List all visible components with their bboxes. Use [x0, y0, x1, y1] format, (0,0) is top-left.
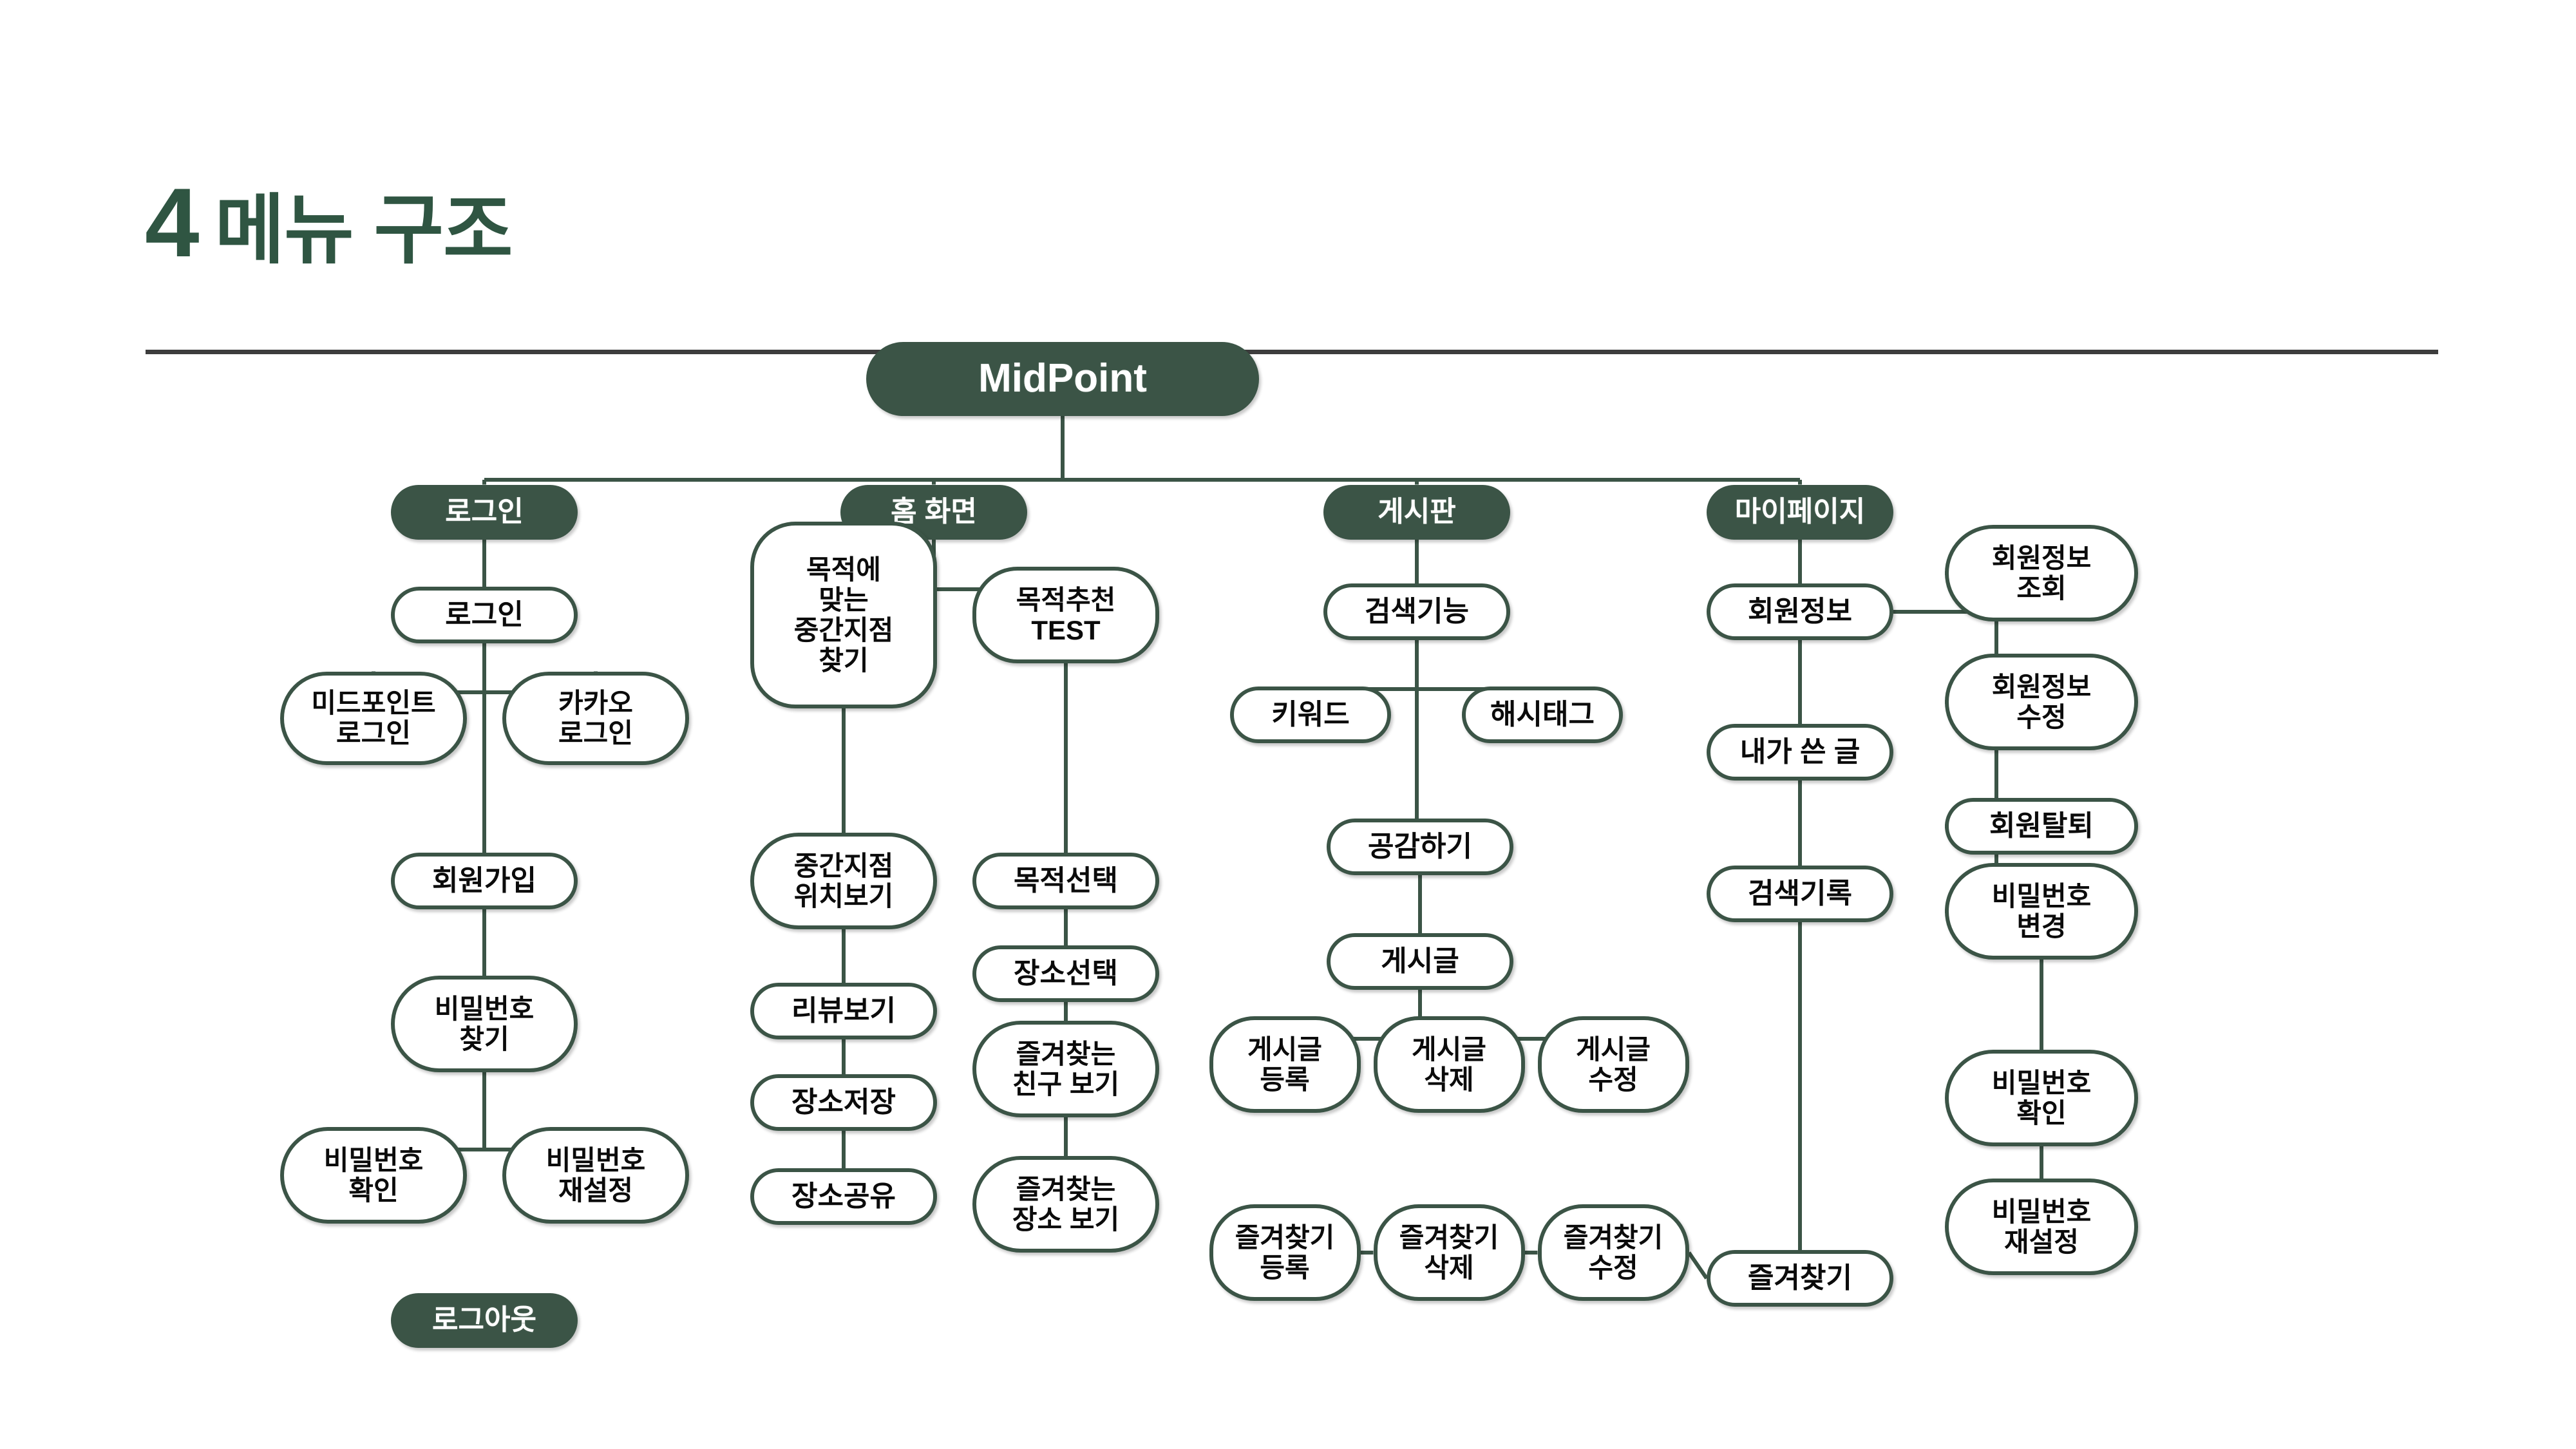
node-label: 회원가입	[432, 865, 536, 896]
node-label: 비밀번호 변경	[1992, 881, 2092, 942]
node-fav_friend[interactable]: 즐겨찾는 친구 보기	[972, 1021, 1159, 1117]
node-verify_pw[interactable]: 비밀번호 확인	[1945, 1050, 2138, 1146]
node-post_del[interactable]: 게시글 삭제	[1374, 1016, 1525, 1113]
node-label: 장소공유	[791, 1180, 896, 1212]
node-info_edit[interactable]: 회원정보 수정	[1945, 654, 2138, 750]
node-label: 공감하기	[1368, 831, 1472, 862]
node-search_fn[interactable]: 검색기능	[1323, 583, 1510, 640]
node-label: 게시글 수정	[1576, 1034, 1651, 1095]
node-mypage[interactable]: 마이페이지	[1707, 485, 1893, 540]
node-login[interactable]: 로그인	[391, 485, 578, 540]
node-label: 내가 쓴 글	[1740, 736, 1860, 768]
node-label: 즐겨찾기 수정	[1564, 1222, 1663, 1283]
node-label: 회원정보 조회	[1992, 543, 2092, 603]
node-post_edit[interactable]: 게시글 수정	[1538, 1016, 1689, 1113]
node-like[interactable]: 공감하기	[1327, 819, 1513, 875]
node-label: 키워드	[1271, 699, 1349, 730]
node-hashtag[interactable]: 해시태그	[1462, 687, 1623, 743]
node-search_log[interactable]: 검색기록	[1707, 866, 1893, 922]
node-withdraw[interactable]: 회원탈퇴	[1945, 798, 2138, 855]
node-share_place[interactable]: 장소공유	[750, 1168, 937, 1225]
node-label: 게시판	[1378, 496, 1455, 527]
node-label: 중간지점 위치보기	[794, 851, 894, 911]
node-label: 장소저장	[791, 1086, 896, 1118]
node-label: 게시글	[1381, 945, 1459, 977]
node-kakao_login[interactable]: 카카오 로그인	[502, 672, 689, 765]
node-repw[interactable]: 비밀번호 재설정	[1945, 1179, 2138, 1275]
node-sel_purpose[interactable]: 목적선택	[972, 853, 1159, 909]
node-signup[interactable]: 회원가입	[391, 853, 578, 909]
node-label: 로그아웃	[432, 1304, 536, 1336]
node-label: 회원정보 수정	[1992, 672, 2092, 732]
node-info_view[interactable]: 회원정보 조회	[1945, 525, 2138, 621]
node-fav_place[interactable]: 즐겨찾는 장소 보기	[972, 1156, 1159, 1253]
node-view_review[interactable]: 리뷰보기	[750, 983, 937, 1039]
connector	[1689, 1253, 1707, 1278]
node-mid_login[interactable]: 미드포인트 로그인	[280, 672, 467, 765]
node-label: 즐겨찾는 장소 보기	[1012, 1174, 1119, 1235]
node-label: 리뷰보기	[791, 995, 896, 1027]
node-label: 비밀번호 확인	[324, 1145, 424, 1206]
node-rec_test[interactable]: 목적추천 TEST	[972, 567, 1159, 663]
node-label: 목적선택	[1014, 865, 1118, 896]
node-label: 게시글 삭제	[1412, 1034, 1486, 1095]
node-find_mid[interactable]: 목적에 맞는 중간지점 찾기	[750, 522, 937, 708]
node-post[interactable]: 게시글	[1327, 933, 1513, 990]
node-label: MidPoint	[978, 356, 1147, 401]
node-change_pw[interactable]: 비밀번호 변경	[1945, 863, 2138, 960]
node-label: 목적추천 TEST	[1016, 585, 1116, 645]
node-find_pw[interactable]: 비밀번호 찾기	[391, 976, 578, 1072]
node-board[interactable]: 게시판	[1323, 485, 1510, 540]
node-label: 즐겨찾는 친구 보기	[1012, 1039, 1119, 1099]
node-logout[interactable]: 로그아웃	[391, 1293, 578, 1348]
node-label: 즐겨찾기 삭제	[1399, 1222, 1499, 1283]
node-label: 검색기록	[1748, 878, 1852, 909]
node-label: 회원탈퇴	[1989, 810, 2094, 842]
node-label: 비밀번호 재설정	[1992, 1197, 2092, 1257]
node-keyword[interactable]: 키워드	[1230, 687, 1391, 743]
node-root[interactable]: MidPoint	[866, 342, 1259, 416]
node-label: 회원정보	[1748, 596, 1852, 627]
node-label: 게시글 등록	[1247, 1034, 1322, 1095]
node-label: 장소선택	[1014, 958, 1118, 989]
node-label: 로그인	[445, 599, 523, 630]
node-label: 로그인	[445, 496, 523, 527]
node-label: 비밀번호 재설정	[546, 1145, 646, 1206]
node-my_posts[interactable]: 내가 쓴 글	[1707, 724, 1893, 781]
node-label: 즐겨찾기	[1748, 1262, 1852, 1294]
node-sel_place[interactable]: 장소선택	[972, 945, 1159, 1002]
node-fav_del[interactable]: 즐겨찾기 삭제	[1374, 1204, 1525, 1301]
node-favorite[interactable]: 즐겨찾기	[1707, 1250, 1893, 1307]
node-label: 마이페이지	[1735, 496, 1865, 527]
node-label: 즐겨찾기 등록	[1235, 1222, 1335, 1283]
node-label: 미드포인트 로그인	[311, 688, 435, 748]
node-fav_edit[interactable]: 즐겨찾기 수정	[1538, 1204, 1689, 1301]
node-post_add[interactable]: 게시글 등록	[1209, 1016, 1361, 1113]
node-mid_loc[interactable]: 중간지점 위치보기	[750, 833, 937, 929]
node-label: 카카오 로그인	[558, 688, 633, 748]
node-label: 해시태그	[1490, 699, 1595, 730]
node-reset_pw[interactable]: 비밀번호 재설정	[502, 1127, 689, 1224]
node-check_pw[interactable]: 비밀번호 확인	[280, 1127, 467, 1224]
node-label: 비밀번호 확인	[1992, 1068, 2092, 1128]
node-login_in[interactable]: 로그인	[391, 587, 578, 643]
node-fav_add[interactable]: 즐겨찾기 등록	[1209, 1204, 1361, 1301]
node-member_info[interactable]: 회원정보	[1707, 583, 1893, 640]
node-label: 목적에 맞는 중간지점 찾기	[794, 554, 894, 676]
node-label: 검색기능	[1365, 596, 1469, 627]
node-label: 비밀번호 찾기	[435, 994, 535, 1054]
node-save_place[interactable]: 장소저장	[750, 1074, 937, 1131]
